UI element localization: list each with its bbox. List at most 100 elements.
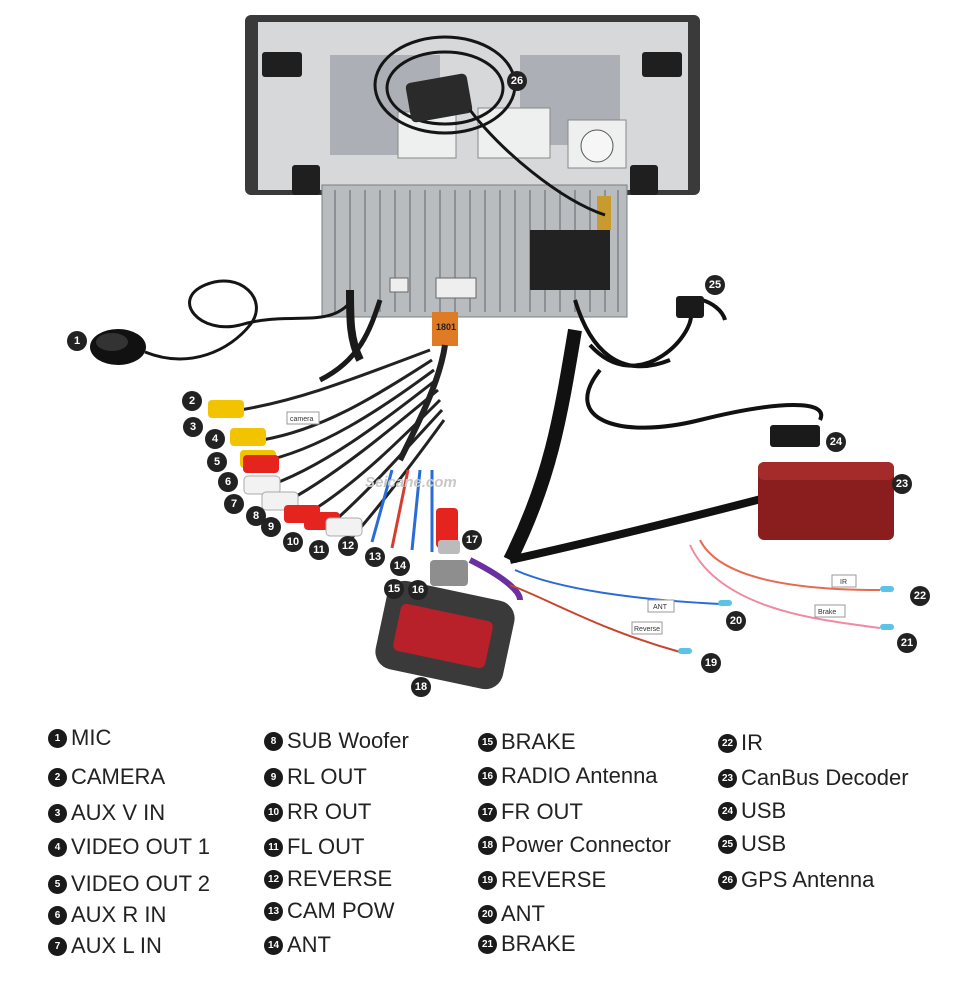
legend-number: 7: [48, 936, 67, 956]
callout-1-marker: [67, 331, 87, 351]
legend-label: AUX L IN: [71, 933, 162, 958]
mic-unit: [90, 279, 354, 365]
legend-label: USB: [741, 831, 787, 856]
legend-label: GPS Antenna: [741, 867, 875, 892]
svg-text:13: 13: [369, 551, 381, 563]
svg-text:23: 23: [896, 478, 908, 490]
callout-20-marker: [726, 611, 746, 631]
legend-label: ANT: [287, 932, 331, 957]
legend-label: FL OUT: [287, 834, 365, 859]
legend-number: 5: [48, 874, 67, 894]
radio-antenna-connector: [430, 560, 468, 586]
legend-number: 10: [264, 802, 283, 822]
callout-22-marker: [910, 586, 930, 606]
tag-reverse: Reverse: [634, 626, 660, 633]
main-harness: [318, 289, 671, 564]
legend-number: 16: [478, 766, 497, 786]
svg-text:21: 21: [901, 637, 913, 649]
svg-text:15: 15: [388, 583, 400, 595]
svg-text:10: 10: [287, 536, 299, 548]
legend-number: 6: [48, 905, 67, 925]
svg-text:25: 25: [709, 279, 721, 291]
legend-label: CAM POW: [287, 898, 395, 923]
legend-label: BRAKE: [501, 931, 576, 956]
callout-markers: 1 2 3 4 5 6 7 8 9 10 11 12 13 14 15 16 1…: [67, 71, 930, 697]
svg-text:16: 16: [412, 584, 424, 596]
legend-number: 17: [478, 802, 497, 822]
legend-number: 8: [264, 731, 283, 751]
canbus-decoder: [509, 462, 894, 564]
watermark: Seicane.com: [365, 474, 457, 491]
svg-text:14: 14: [394, 560, 407, 572]
legend-number: 2: [48, 767, 67, 787]
callout-17-marker: [462, 530, 482, 550]
legend-label: SUB Woofer: [287, 728, 409, 753]
legend-label: BRAKE: [501, 729, 576, 754]
svg-text:11: 11: [313, 544, 325, 556]
legend-number: 1: [48, 728, 67, 748]
callout-4-marker: [205, 429, 225, 449]
callout-15-marker: [384, 579, 404, 599]
legend-number: 19: [478, 870, 497, 890]
svg-text:12: 12: [342, 540, 354, 552]
legend-number: 26: [718, 870, 737, 890]
callout-14-marker: [390, 556, 410, 576]
legend-label: VIDEO OUT 1: [71, 834, 210, 859]
legend-number: 9: [264, 767, 283, 787]
svg-text:19: 19: [705, 657, 717, 669]
side-wire-tips: [678, 586, 894, 654]
callout-6-marker: [218, 472, 238, 492]
legend-label: RADIO Antenna: [501, 763, 658, 788]
legend-label: AUX R IN: [71, 902, 167, 927]
legend-number: 4: [48, 837, 67, 857]
legend-number: 12: [264, 869, 283, 889]
usb-cables: [585, 296, 824, 447]
legend-number: 24: [718, 801, 737, 821]
legend-number: 14: [264, 935, 283, 955]
head-unit: [245, 15, 700, 318]
gps-antenna: [373, 35, 606, 217]
legend-label: CanBus Decoder: [741, 765, 909, 790]
legend-label: Power Connector: [501, 832, 671, 857]
tag-brake: Brake: [818, 609, 836, 616]
legend-number: 13: [264, 901, 283, 921]
callout-24-marker: [826, 432, 846, 452]
power-connector: [375, 557, 523, 690]
legend-number: 15: [478, 732, 497, 752]
svg-text:3: 3: [190, 421, 196, 433]
rca-plugs: [208, 400, 460, 554]
callout-9-marker: [261, 517, 281, 537]
svg-text:1: 1: [74, 335, 80, 347]
tag-ir: IR: [840, 579, 847, 586]
callout-8-marker: [246, 506, 266, 526]
svg-text:9: 9: [268, 521, 274, 533]
legend-label: REVERSE: [501, 867, 607, 892]
svg-text:8: 8: [253, 510, 259, 522]
tag-ant: ANT: [653, 604, 668, 611]
legend-number: 3: [48, 803, 67, 823]
legend-label: RR OUT: [287, 799, 372, 824]
callout-12-marker: [338, 536, 358, 556]
callout-21-marker: [897, 633, 917, 653]
legend-label: AUX V IN: [71, 800, 166, 825]
legend-label: REVERSE: [287, 866, 393, 891]
legend-number: 21: [478, 934, 497, 954]
